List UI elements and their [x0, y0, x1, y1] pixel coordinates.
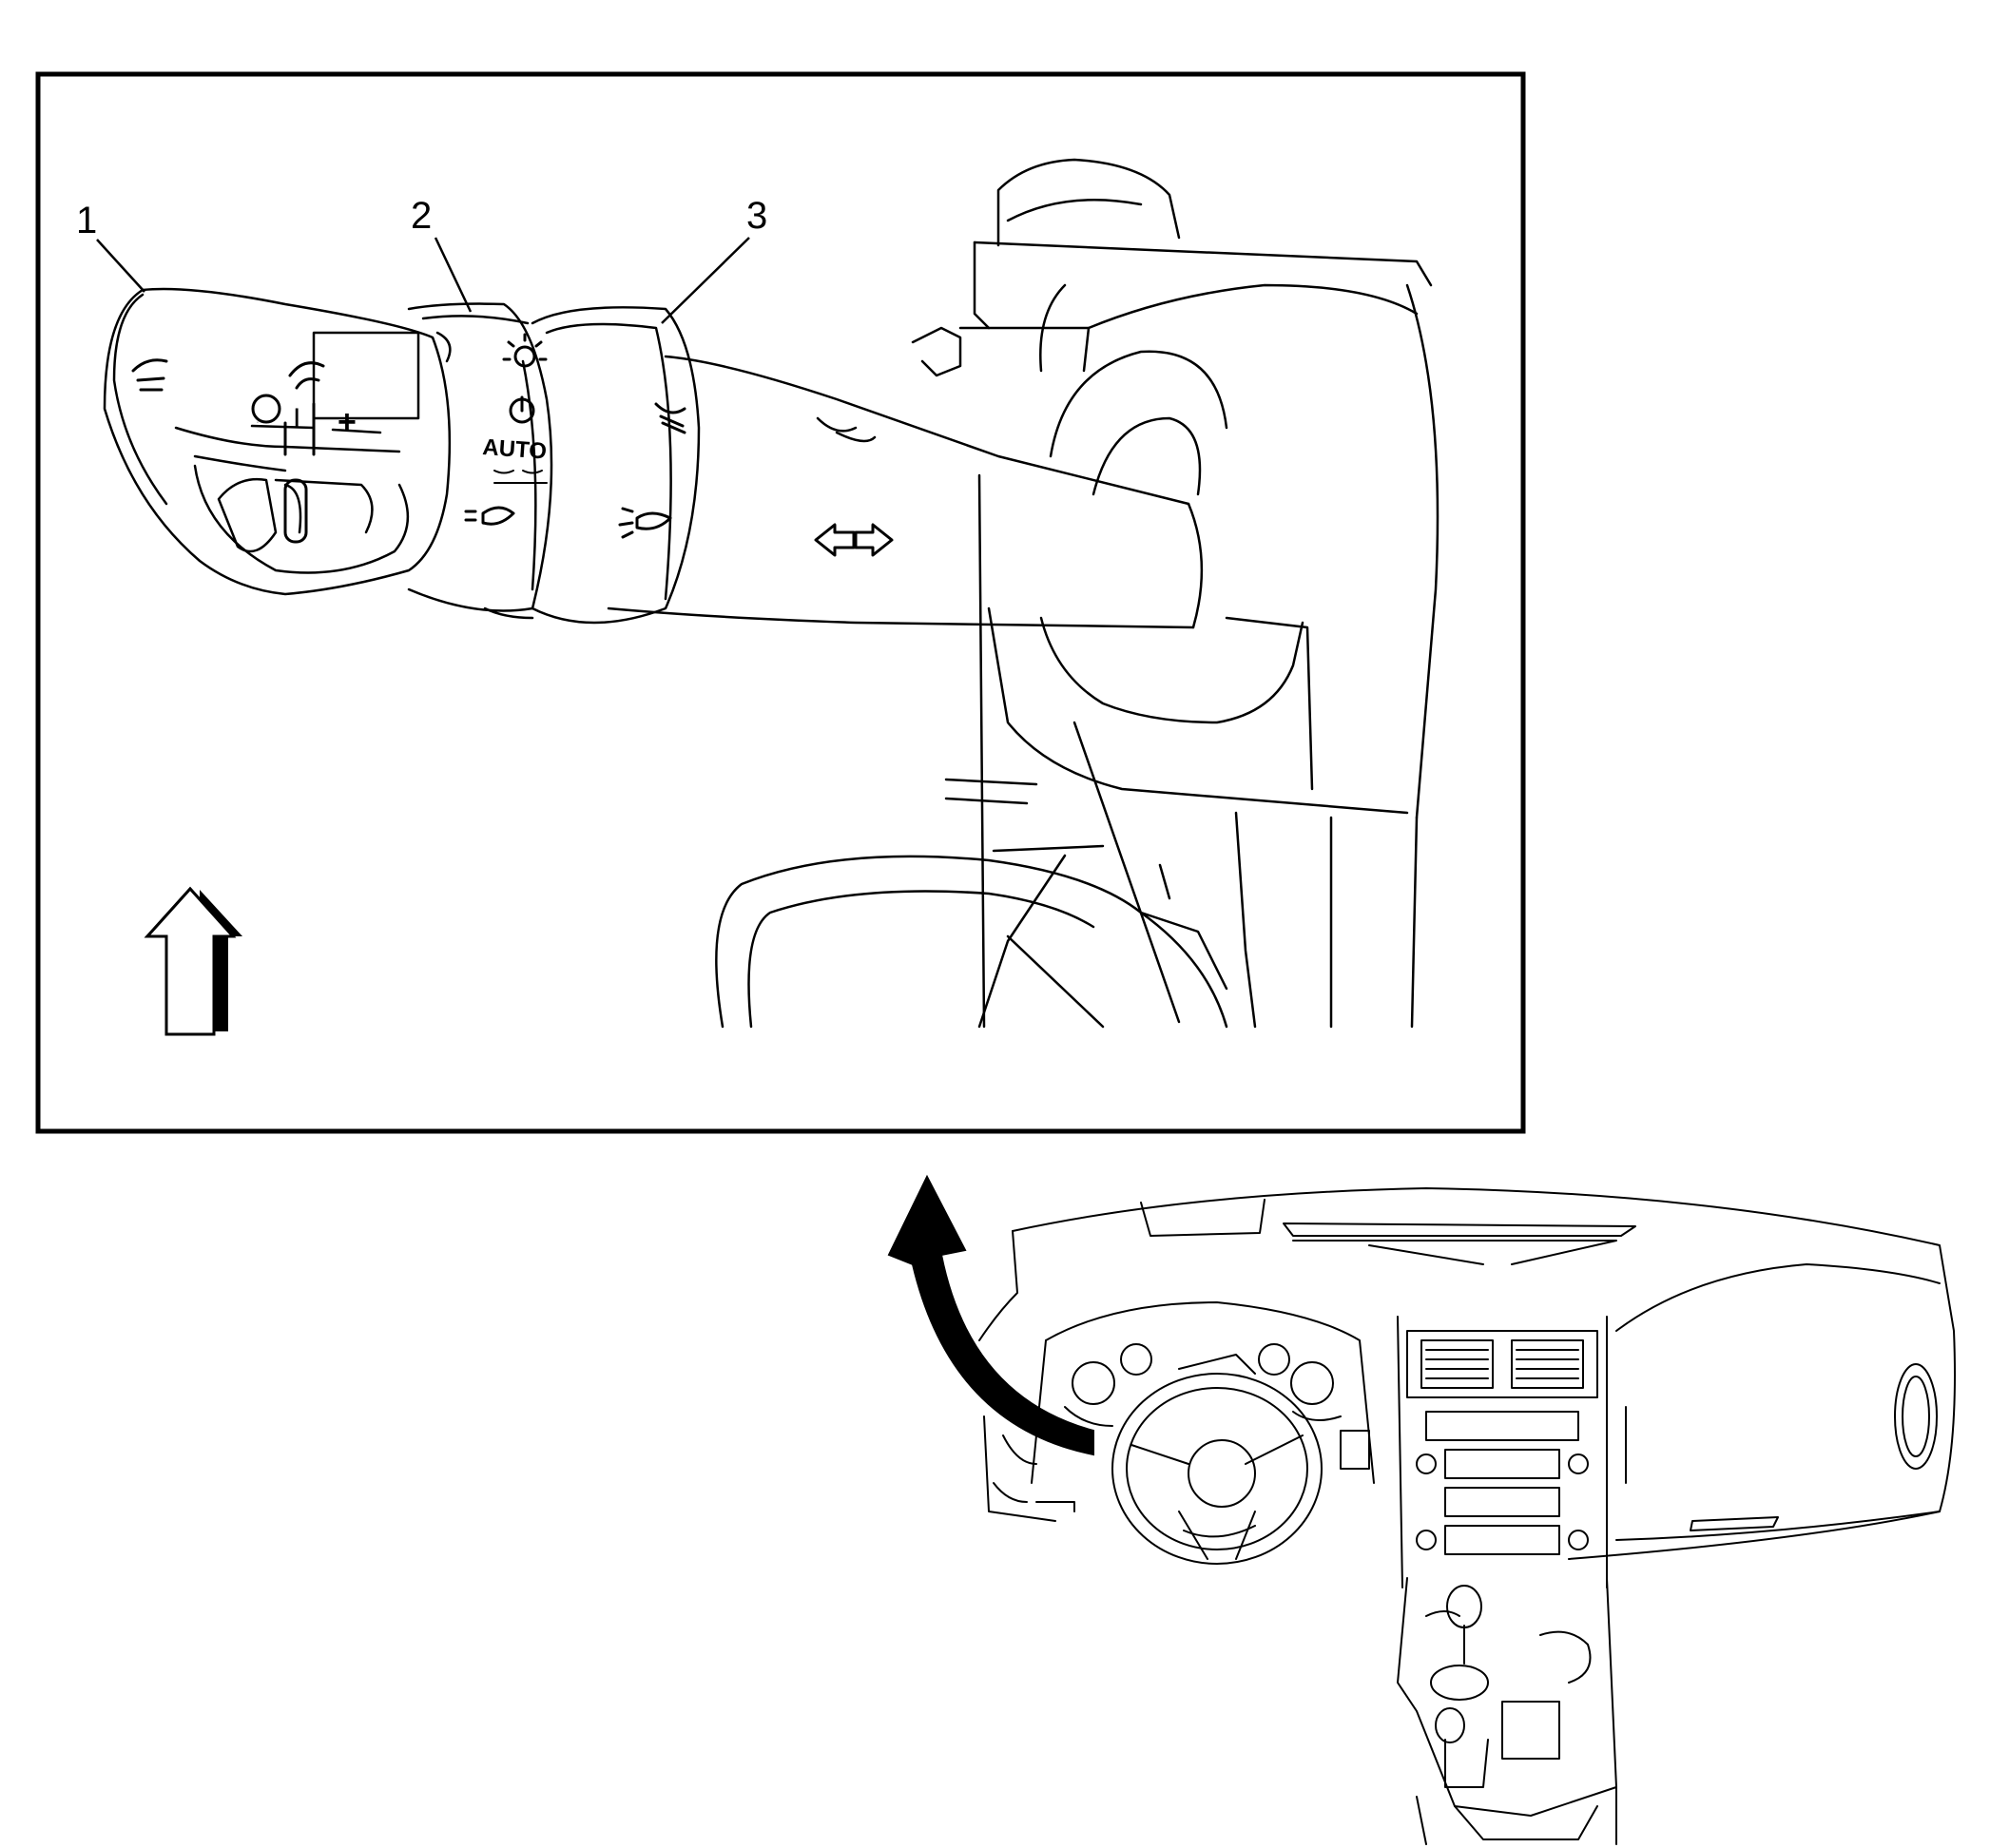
- detail-view: [103, 158, 1439, 1029]
- wiper-speed-icon: [288, 361, 325, 390]
- steering-wheel-lower: [715, 854, 1228, 1029]
- headlamp-ring-2: [407, 302, 553, 612]
- callout-1: 1: [76, 200, 97, 241]
- view-direction-arrow-icon: [144, 886, 242, 1036]
- locator-curved-arrow-icon: [887, 1174, 1094, 1456]
- detail-frame: [35, 71, 1526, 1134]
- callout-1-leader: [96, 239, 145, 293]
- headlamp-off-icon: [509, 395, 535, 424]
- headlamp-auto-label: AUTO: [482, 434, 548, 465]
- callout-3-leader: [661, 237, 750, 324]
- washer-icon: [131, 358, 168, 392]
- multifunction-lever-arm: [607, 355, 1204, 629]
- callout-2-leader: [434, 237, 473, 313]
- parking-lamp-icon: [502, 333, 548, 368]
- wiper-off-label: O: [257, 422, 259, 424]
- wiper-off-circle-icon: [251, 394, 281, 424]
- dashboard-overview: [978, 1187, 1956, 1845]
- wiper-int-label: I: [293, 403, 300, 434]
- auto-indicator-dashes: [493, 470, 548, 484]
- callout-2: 2: [411, 195, 432, 237]
- switch-labels: AUTO O I +: [257, 403, 548, 465]
- leader-lines-column: [944, 778, 1105, 853]
- rear-fog-lamp-icon: [654, 402, 686, 434]
- wiper-plus-label: +: [338, 404, 357, 440]
- turn-signal-arrows-icon: [814, 523, 894, 557]
- front-fog-lamp-icon: [618, 507, 672, 539]
- steering-column-shroud: [911, 158, 1439, 1029]
- wiper-knob-1: [103, 287, 452, 596]
- callout-3: 3: [746, 195, 767, 237]
- wiper-dial-slot: [283, 478, 308, 544]
- callout-group: 1 2 3: [76, 195, 767, 324]
- wiper-adjust-slot: [283, 402, 316, 456]
- low-beam-icon: [464, 506, 515, 526]
